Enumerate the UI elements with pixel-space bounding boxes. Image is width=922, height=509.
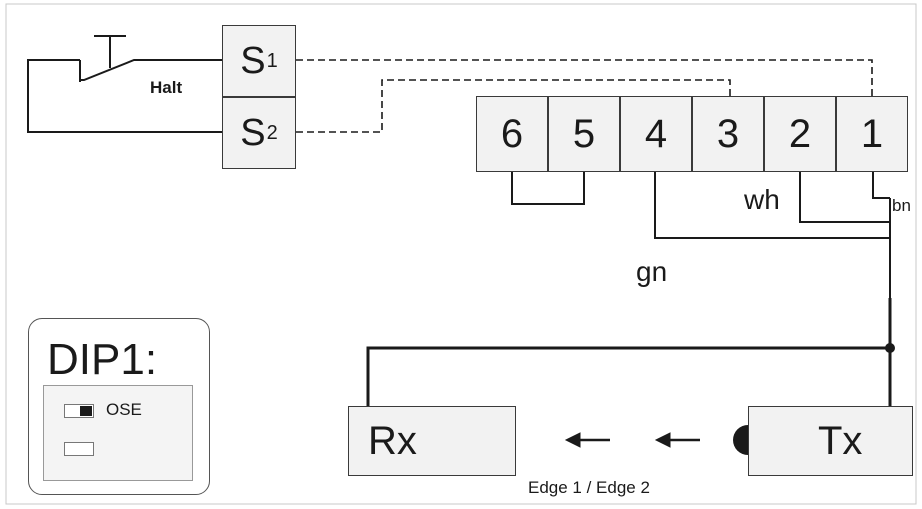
dip-title: DIP1: — [47, 335, 158, 384]
dip-switch-block: OSE — [43, 385, 193, 481]
wire-label-green: gn — [636, 256, 668, 287]
sensor-supply-wire — [366, 298, 892, 408]
terminal-3-label: 3 — [716, 111, 740, 156]
beam-arrows — [564, 432, 700, 448]
terminal-5 — [548, 96, 620, 172]
terminal-wires — [654, 172, 891, 298]
terminal-3 — [692, 96, 764, 172]
halt-label: Halt — [150, 78, 183, 97]
terminal-5-label: 5 — [572, 111, 596, 156]
edge-caption: Edge 1 / Edge 2 — [528, 478, 650, 497]
receiver-label: Rx — [368, 418, 417, 463]
terminal-2-label: 2 — [788, 111, 812, 156]
dip-switch-1-knob — [80, 406, 92, 416]
transmitter-box — [748, 406, 913, 476]
dip-switch-1 — [64, 404, 94, 418]
relay-terminal-s1 — [222, 25, 296, 97]
dip-switch-2 — [64, 442, 94, 456]
terminal-4 — [620, 96, 692, 172]
tx-emitter-lens — [733, 425, 748, 455]
dip-switch-1-label: OSE — [106, 400, 142, 419]
stop-switch — [27, 35, 222, 133]
transmitter-label: Tx — [818, 418, 863, 463]
wire-label-white: wh — [744, 184, 780, 215]
receiver-box — [348, 406, 516, 476]
terminal-2 — [764, 96, 836, 172]
diagram-frame — [5, 3, 917, 505]
relay-dashed-wires — [296, 59, 873, 133]
terminal-6 — [476, 96, 548, 172]
terminal-4-label: 4 — [644, 111, 668, 156]
wire-label-brown: bn — [892, 196, 911, 215]
relay-terminal-s2 — [222, 97, 296, 169]
terminal-1 — [836, 96, 908, 172]
terminal-6-label: 6 — [500, 111, 524, 156]
terminal-1-label: 1 — [860, 111, 884, 156]
jumper-6-5 — [511, 172, 585, 205]
dip-switch-panel: DIP1: OSE — [28, 318, 210, 495]
junction-dot — [885, 343, 895, 353]
